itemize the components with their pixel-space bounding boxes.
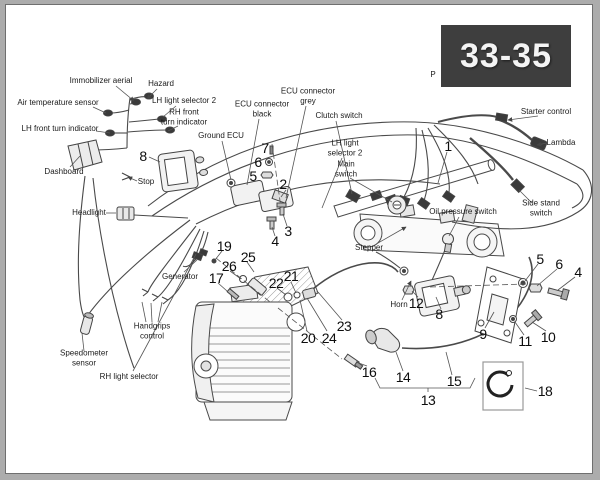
nut-5-ecu [260,171,274,179]
clutch-switch-connector [345,188,361,204]
spark-plug-16 [343,353,364,370]
page-code-badge: 33-35 [441,25,571,87]
handgrip-terminals [141,288,169,305]
washer-26 [239,275,247,283]
connector-parts [67,92,570,370]
stepper-assembly-illustration [353,204,505,258]
bolt-17 [226,287,240,301]
headlight-connector [116,206,135,221]
bracket-9 [474,266,524,344]
wiring-harness [77,96,592,369]
side-stand-connector [510,178,526,194]
main-switch-part [387,195,407,215]
engine-illustration [191,266,319,421]
stop-terminal [121,172,131,181]
construction-lines [215,143,527,360]
starter-control-connector [494,112,509,123]
screw-7 [269,145,274,155]
ecu-connector-black-part [230,179,266,207]
sensor-25 [247,277,267,296]
ignition-coil-right [414,275,471,317]
bolt-10 [523,309,543,328]
grommet-20-24 [302,287,317,300]
ring-21 [293,291,301,299]
plug-cap-14 [365,327,401,353]
dashboard-connector [67,139,103,171]
bolt-4-bracket [547,287,570,301]
connector-2 [271,189,289,204]
speedometer-sensor-part [79,312,94,335]
frame-tube-illustration [333,159,496,218]
ignition-coil-left [157,149,209,193]
retaining-clip-18 [486,370,514,398]
leader-lines [69,85,576,392]
nut-6-bracket [528,283,543,293]
oil-pressure-switch-part [442,233,454,245]
item-18-inset [482,361,524,411]
